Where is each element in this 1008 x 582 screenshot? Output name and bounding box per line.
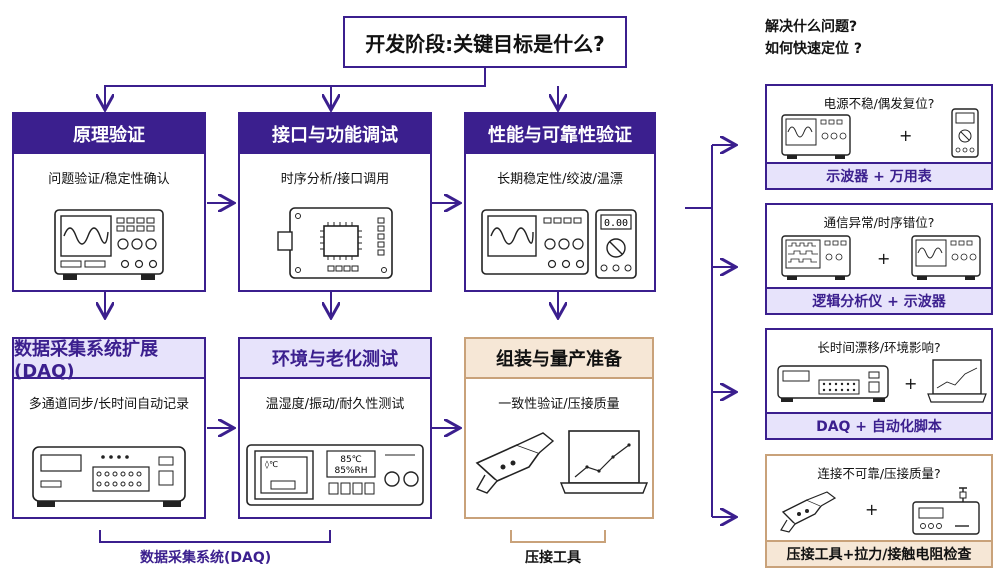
chamber-humidity: 85%RH bbox=[334, 466, 367, 476]
side-question-1: 解决什么问题? bbox=[765, 19, 858, 35]
oscilloscope-icon bbox=[14, 208, 204, 282]
stage-card-daq: 数据采集系统扩展(DAQ) 多通道同步/长时间自动记录 bbox=[12, 337, 206, 519]
solution-card-drift: 长时间漂移/环境影响? + DAQ + 自动化脚本 bbox=[765, 328, 993, 440]
solution-question: 连接不可靠/压接质量? bbox=[817, 466, 941, 481]
stage-card-principle: 原理验证 问题验证/稳定性确认 bbox=[12, 112, 206, 292]
stage-title: 原理验证 bbox=[14, 114, 204, 154]
laptop-icon bbox=[927, 358, 987, 412]
crimp-tool-icon bbox=[777, 486, 843, 542]
stage-card-environment: 环境与老化测试 温湿度/振动/耐久性测试 ◊℃ 85℃ 85%RH bbox=[238, 337, 432, 519]
solution-question: 通信异常/时序错位? bbox=[823, 215, 935, 230]
multimeter-icon bbox=[951, 108, 979, 162]
oscilloscope-icon bbox=[911, 235, 981, 285]
stage-card-performance: 性能与可靠性验证 长期稳定性/绞波/温漂 0.00 bbox=[464, 112, 656, 292]
plus-sign: + bbox=[865, 500, 879, 519]
stage-subtitle: 问题验证/稳定性确认 bbox=[48, 172, 170, 187]
page-title: 开发阶段:关键目标是什么? bbox=[343, 16, 627, 68]
solution-question: 电源不稳/偶发复位? bbox=[823, 96, 935, 111]
bracket-label-crimp: 压接工具 bbox=[525, 550, 581, 566]
chamber-temp: 85℃ bbox=[340, 455, 362, 465]
plus-sign: + bbox=[899, 126, 913, 145]
bracket-label-daq: 数据采集系统(DAQ) bbox=[140, 550, 272, 566]
solution-card-connection: 连接不可靠/压接质量? + 压接工具+拉力/接触电阻检查 bbox=[765, 454, 993, 568]
side-question-2: 如何快速定位 ? bbox=[765, 41, 862, 57]
stage-card-interface: 接口与功能调试 时序分析/接口调用 bbox=[238, 112, 432, 292]
stage-title: 性能与可靠性验证 bbox=[466, 114, 654, 154]
solution-answer: 示波器 + 万用表 bbox=[767, 162, 991, 188]
chamber-icon-label: ◊℃ bbox=[265, 460, 278, 469]
stage-title: 接口与功能调试 bbox=[240, 114, 430, 154]
stage-title: 组装与量产准备 bbox=[466, 339, 652, 379]
pull-tester-icon bbox=[911, 486, 981, 542]
multimeter-readout: 0.00 bbox=[604, 218, 628, 229]
stage-card-assembly: 组装与量产准备 一致性验证/压接质量 bbox=[464, 337, 654, 519]
oscilloscope-icon bbox=[781, 114, 851, 164]
solution-answer: DAQ + 自动化脚本 bbox=[767, 412, 991, 438]
daq-device-icon bbox=[14, 443, 204, 509]
daq-device-icon bbox=[777, 364, 889, 408]
solution-answer: 逻辑分析仪 + 示波器 bbox=[767, 287, 991, 313]
stage-subtitle: 一致性验证/压接质量 bbox=[498, 397, 620, 412]
stage-subtitle: 长期稳定性/绞波/温漂 bbox=[497, 172, 623, 187]
solution-question: 长时间漂移/环境影响? bbox=[817, 340, 941, 355]
solution-card-communication: 通信异常/时序错位? + 逻辑分析仪 + 示波器 bbox=[765, 203, 993, 315]
plus-sign: + bbox=[904, 374, 918, 393]
stage-title: 环境与老化测试 bbox=[240, 339, 430, 379]
plus-sign: + bbox=[877, 249, 891, 268]
oscilloscope-multimeter-icon: 0.00 bbox=[466, 208, 654, 282]
stage-subtitle: 温湿度/振动/耐久性测试 bbox=[265, 397, 405, 412]
solution-card-power: 电源不稳/偶发复位? + 示波器 + 万用表 bbox=[765, 84, 993, 190]
stage-subtitle: 多通道同步/长时间自动记录 bbox=[28, 397, 190, 412]
crimp-tool-laptop-icon bbox=[466, 423, 652, 509]
stage-title: 数据采集系统扩展(DAQ) bbox=[14, 339, 204, 382]
side-questions: 解决什么问题? 如何快速定位 ? bbox=[765, 16, 862, 60]
solution-answer: 压接工具+拉力/接触电阻检查 bbox=[767, 540, 991, 566]
climate-chamber-icon: ◊℃ 85℃ 85%RH bbox=[240, 443, 430, 509]
stage-subtitle: 时序分析/接口调用 bbox=[280, 172, 390, 187]
logic-analyzer-icon bbox=[781, 235, 851, 285]
circuit-board-icon bbox=[240, 204, 430, 282]
